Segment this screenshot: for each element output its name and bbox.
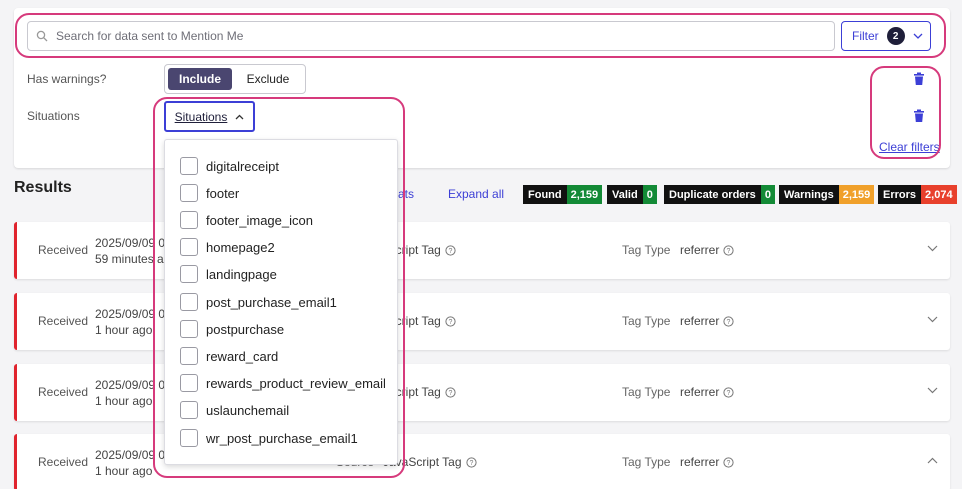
source-value: JavaScript Tag? [383, 455, 477, 469]
results-title: Results [14, 179, 72, 196]
svg-text:?: ? [448, 319, 452, 326]
situation-option-rewards-product-review-email[interactable]: rewards_product_review_email [180, 373, 386, 393]
chevron-up-icon[interactable] [927, 457, 938, 464]
stat-badge-warnings: Warnings 2,159 [779, 185, 875, 204]
checkbox[interactable] [180, 401, 198, 419]
help-circle-icon[interactable]: ? [723, 315, 734, 327]
help-circle-icon[interactable]: ? [445, 315, 456, 327]
situation-option-post-purchase-email1[interactable]: post_purchase_email1 [180, 292, 337, 312]
warnings-toggle: Include Exclude [164, 64, 306, 94]
received-label: Received [38, 455, 89, 469]
help-circle-icon[interactable]: ? [723, 386, 734, 398]
situation-option-homepage2[interactable]: homepage2 [180, 237, 275, 257]
search-input[interactable] [56, 29, 834, 43]
svg-text:?: ? [727, 319, 731, 326]
tag-type-label: Tag Type [622, 314, 671, 328]
chevron-down-icon[interactable] [927, 316, 938, 323]
stat-badge-valid: Valid 0 [607, 185, 657, 204]
stat-badge-duplicate-orders: Duplicate orders 0 [664, 185, 775, 204]
tag-type-label: Tag Type [622, 243, 671, 257]
result-card[interactable]: Received 2025/09/09 0 1 hour ago ascript… [14, 364, 950, 421]
include-button[interactable]: Include [168, 68, 232, 90]
situations-dropdown-menu: digitalreceipt footer footer_image_icon … [164, 139, 398, 465]
filter-label: Filter [852, 29, 879, 43]
trash-icon[interactable] [913, 72, 925, 86]
received-relative: 1 hour ago [95, 394, 153, 408]
svg-text:?: ? [727, 460, 731, 467]
help-circle-icon[interactable]: ? [445, 386, 456, 398]
checkbox[interactable] [180, 265, 198, 283]
help-circle-icon[interactable]: ? [465, 456, 477, 468]
situations-dropdown-button[interactable]: Situations [164, 101, 255, 132]
filter-panel: Filter 2 Has warnings? Include Exclude S… [14, 8, 950, 168]
result-card[interactable]: Received 2025/09/09 0 1 hour ago ascript… [14, 293, 950, 350]
situations-label: Situations [27, 109, 80, 123]
tag-type-value: referrer? [680, 314, 734, 328]
chevron-down-icon[interactable] [927, 387, 938, 394]
clear-filters-link[interactable]: Clear filters [879, 140, 940, 154]
partial-link[interactable]: ats [398, 187, 415, 201]
warnings-label: Has warnings? [27, 72, 107, 86]
checkbox[interactable] [180, 320, 198, 338]
svg-text:?: ? [448, 248, 452, 255]
checkbox[interactable] [180, 429, 198, 447]
received-date: 2025/09/09 0 [95, 307, 166, 321]
result-card[interactable]: Received 2025/09/09 0 59 minutes ago asc… [14, 222, 950, 279]
received-label: Received [38, 385, 89, 399]
search-icon [36, 30, 48, 42]
received-label: Received [38, 243, 89, 257]
trash-icon[interactable] [913, 109, 925, 123]
stat-badge-found: Found 2,159 [523, 185, 603, 204]
received-relative: 1 hour ago [95, 323, 153, 337]
chevron-up-icon [235, 114, 244, 119]
received-date: 2025/09/09 0 [95, 236, 166, 250]
situation-option-reward-card[interactable]: reward_card [180, 346, 278, 366]
tag-type-value: referrer? [680, 243, 734, 257]
search-box[interactable] [27, 21, 835, 51]
received-relative: 59 minutes ago [95, 252, 178, 266]
checkbox[interactable] [180, 347, 198, 365]
tag-type-value: referrer? [680, 385, 734, 399]
svg-text:?: ? [469, 460, 473, 467]
help-circle-icon[interactable]: ? [445, 244, 456, 256]
tag-type-label: Tag Type [622, 455, 671, 469]
stat-badge-errors: Errors 2,074 [878, 185, 957, 204]
exclude-button[interactable]: Exclude [246, 72, 290, 86]
filter-button[interactable]: Filter 2 [841, 21, 931, 51]
checkbox[interactable] [180, 211, 198, 229]
checkbox[interactable] [180, 238, 198, 256]
situation-option-postpurchase[interactable]: postpurchase [180, 319, 284, 339]
tag-type-value: referrer? [680, 455, 734, 469]
svg-text:?: ? [448, 390, 452, 397]
situation-option-wr-post-purchase-email1[interactable]: wr_post_purchase_email1 [180, 428, 358, 448]
situation-option-digitalreceipt[interactable]: digitalreceipt [180, 156, 279, 176]
result-card[interactable]: Received 2025/09/09 0 1 hour ago Source … [14, 434, 950, 489]
situation-option-uslaunchemail[interactable]: uslaunchemail [180, 400, 289, 420]
situation-option-footer-image-icon[interactable]: footer_image_icon [180, 210, 313, 230]
received-relative: 1 hour ago [95, 464, 153, 478]
svg-text:?: ? [727, 248, 731, 255]
chevron-down-icon[interactable] [927, 245, 938, 252]
checkbox[interactable] [180, 184, 198, 202]
checkbox[interactable] [180, 293, 198, 311]
checkbox[interactable] [180, 157, 198, 175]
chevron-down-icon [913, 33, 923, 39]
filter-count-badge: 2 [886, 27, 905, 45]
situations-button-label: Situations [174, 109, 228, 124]
svg-text:?: ? [727, 390, 731, 397]
expand-all-link[interactable]: Expand all [448, 187, 505, 201]
received-date: 2025/09/09 0 [95, 378, 166, 392]
situation-option-footer[interactable]: footer [180, 183, 239, 203]
checkbox[interactable] [180, 374, 198, 392]
tag-type-label: Tag Type [622, 385, 671, 399]
situation-option-landingpage[interactable]: landingpage [180, 264, 277, 284]
received-label: Received [38, 314, 89, 328]
received-date: 2025/09/09 0 [95, 448, 166, 462]
help-circle-icon[interactable]: ? [723, 244, 734, 256]
help-circle-icon[interactable]: ? [723, 456, 734, 468]
